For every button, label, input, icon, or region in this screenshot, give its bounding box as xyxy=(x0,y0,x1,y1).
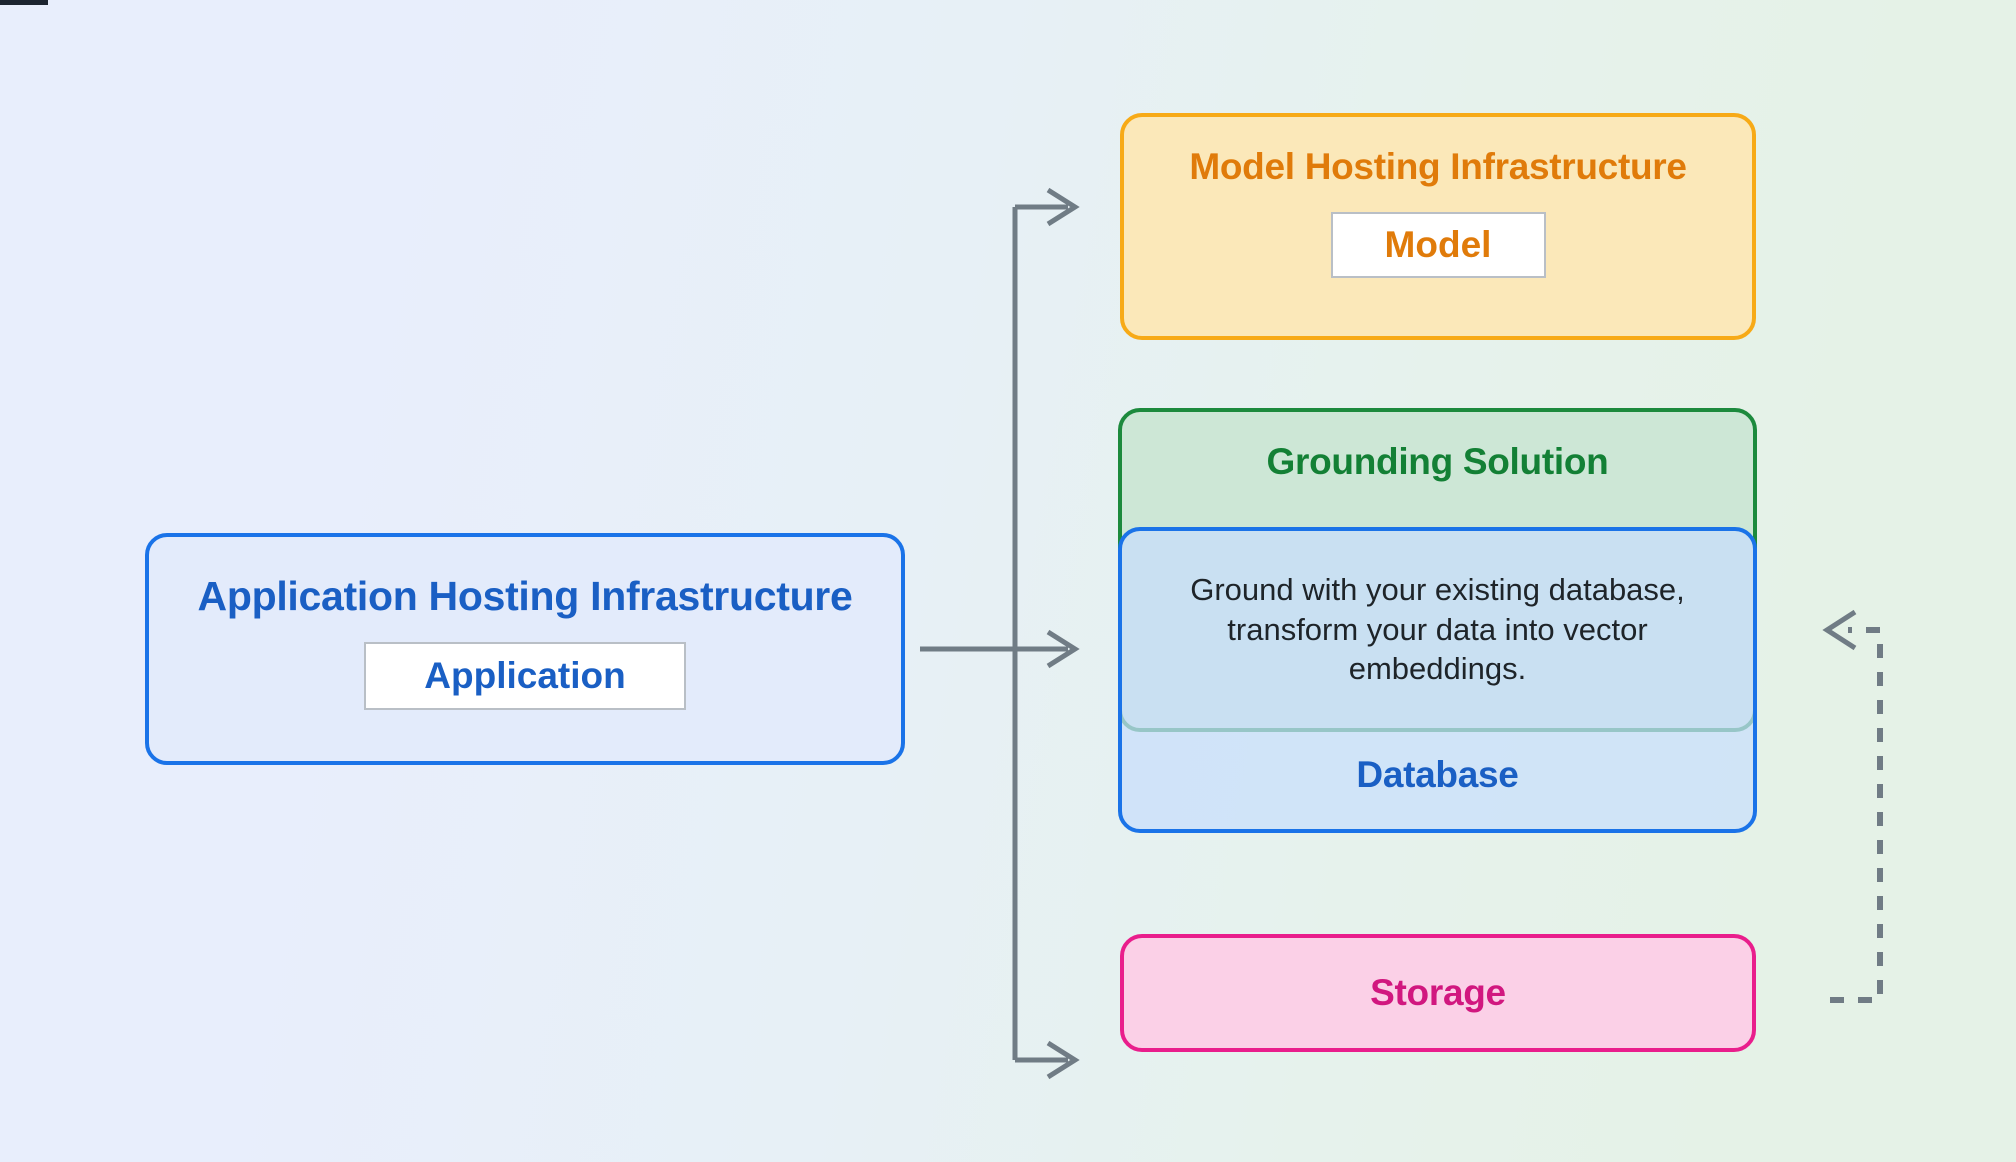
application-hosting-title: Application Hosting Infrastructure xyxy=(197,573,853,619)
arrowhead-storage xyxy=(1046,1040,1080,1080)
node-storage[interactable]: Storage xyxy=(1120,934,1756,1052)
chip-model[interactable]: Model xyxy=(1330,211,1546,278)
arrowhead-grounding xyxy=(1046,629,1080,669)
chip-application[interactable]: Application xyxy=(364,642,686,711)
connector-storage-to-database xyxy=(1830,627,1883,1003)
arrowhead-database-return xyxy=(1822,609,1857,651)
model-hosting-title: Model Hosting Infrastructure xyxy=(1189,146,1687,187)
grounding-solution-title: Grounding Solution xyxy=(1266,441,1609,482)
storage-title: Storage xyxy=(1370,971,1506,1013)
node-model-hosting-infrastructure[interactable]: Model Hosting Infrastructure Model xyxy=(1120,113,1756,340)
arrowhead-model-hosting xyxy=(1046,187,1080,227)
node-database[interactable]: Database xyxy=(1118,527,1757,833)
database-title: Database xyxy=(1356,754,1519,796)
node-application-hosting-infrastructure[interactable]: Application Hosting Infrastructure Appli… xyxy=(145,533,905,765)
crop-artifact xyxy=(0,0,48,5)
